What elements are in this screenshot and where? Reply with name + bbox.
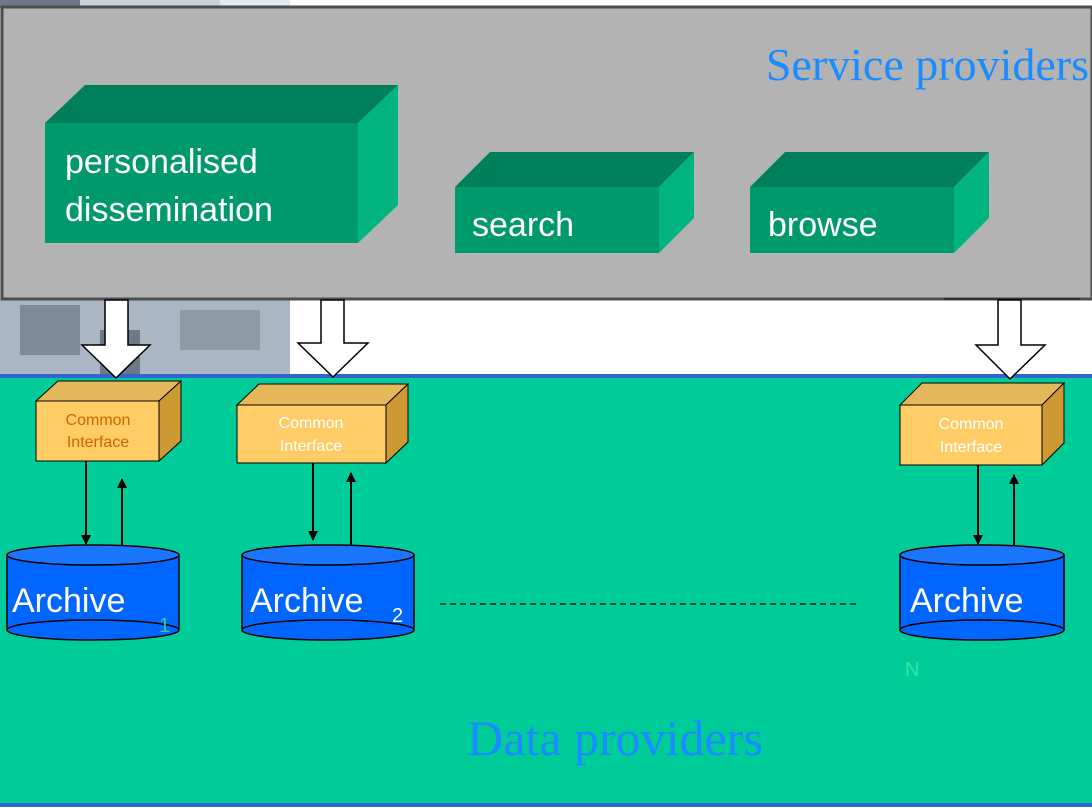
archive-cylinder-1: Archive 1 (6, 544, 180, 641)
archive-cylinder-2: Archive 2 (241, 544, 415, 641)
interface-label-line2: Interface (940, 439, 1002, 456)
data-panel-top-border (0, 374, 1092, 378)
service-box-browse[interactable]: browse (750, 152, 989, 253)
data-panel-bottom-border (0, 803, 1092, 807)
common-interface-box-3: Common Interface (898, 381, 1066, 467)
service-label-browse: browse (768, 206, 878, 244)
service-label-personalised: personalised (65, 143, 258, 181)
interface-label-line2: Interface (280, 438, 342, 455)
interface-label-line1: Common (939, 416, 1004, 433)
data-providers-title: Data providers (467, 710, 763, 766)
archive-subscript-n: N (905, 659, 919, 681)
white-band (290, 300, 1092, 375)
archive-subscript-2: 2 (392, 605, 403, 627)
down-arrow-3 (974, 299, 1047, 381)
interface-label-line1: Common (279, 415, 344, 432)
service-box-search[interactable]: search (455, 152, 694, 253)
common-interface-box-2: Common Interface (235, 382, 410, 465)
archive-label-2: Archive (250, 582, 363, 620)
archive-subscript-1: 1 (159, 615, 170, 637)
common-interface-box-1: Common Interface (34, 379, 183, 463)
interface-label-line2: Interface (67, 434, 129, 451)
service-box-personalised-dissemination[interactable]: personalised dissemination (45, 85, 398, 243)
down-arrow-1 (80, 299, 152, 380)
archive-cylinder-n: Archive (899, 544, 1065, 641)
service-label-search: search (472, 206, 574, 244)
down-arrow-2 (296, 299, 370, 379)
service-label-dissemination: dissemination (65, 191, 273, 229)
service-providers-title: Service providers (766, 39, 1089, 90)
archive-label-n: Archive (910, 582, 1023, 620)
archive-label-1: Archive (12, 582, 125, 620)
interface-label-line1: Common (66, 412, 131, 429)
